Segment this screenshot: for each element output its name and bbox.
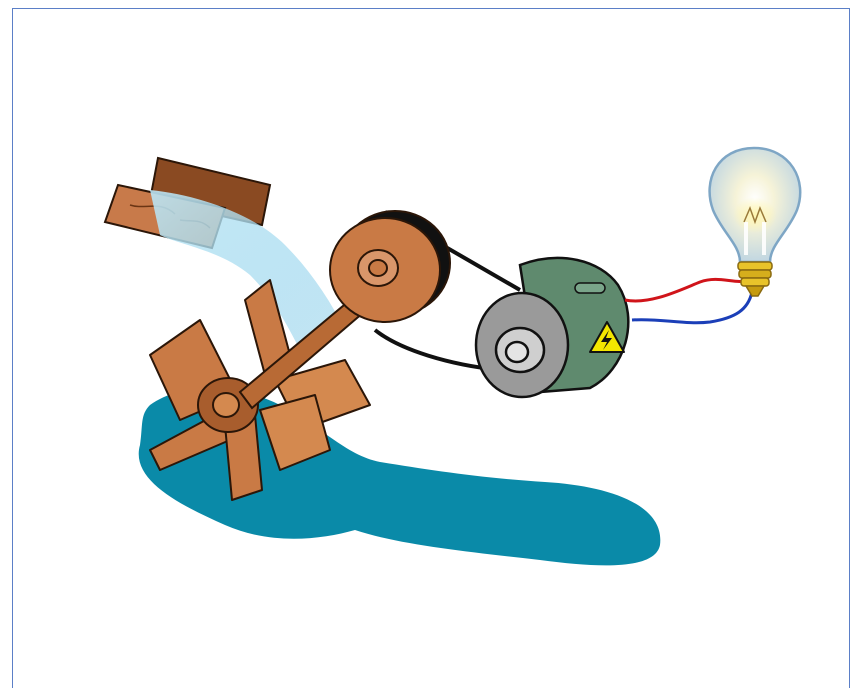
light-bulb-icon	[710, 148, 801, 296]
pulley-wheel-icon	[330, 211, 450, 322]
wire-icon-positive	[625, 279, 750, 301]
wire-icon-negative	[632, 292, 752, 323]
